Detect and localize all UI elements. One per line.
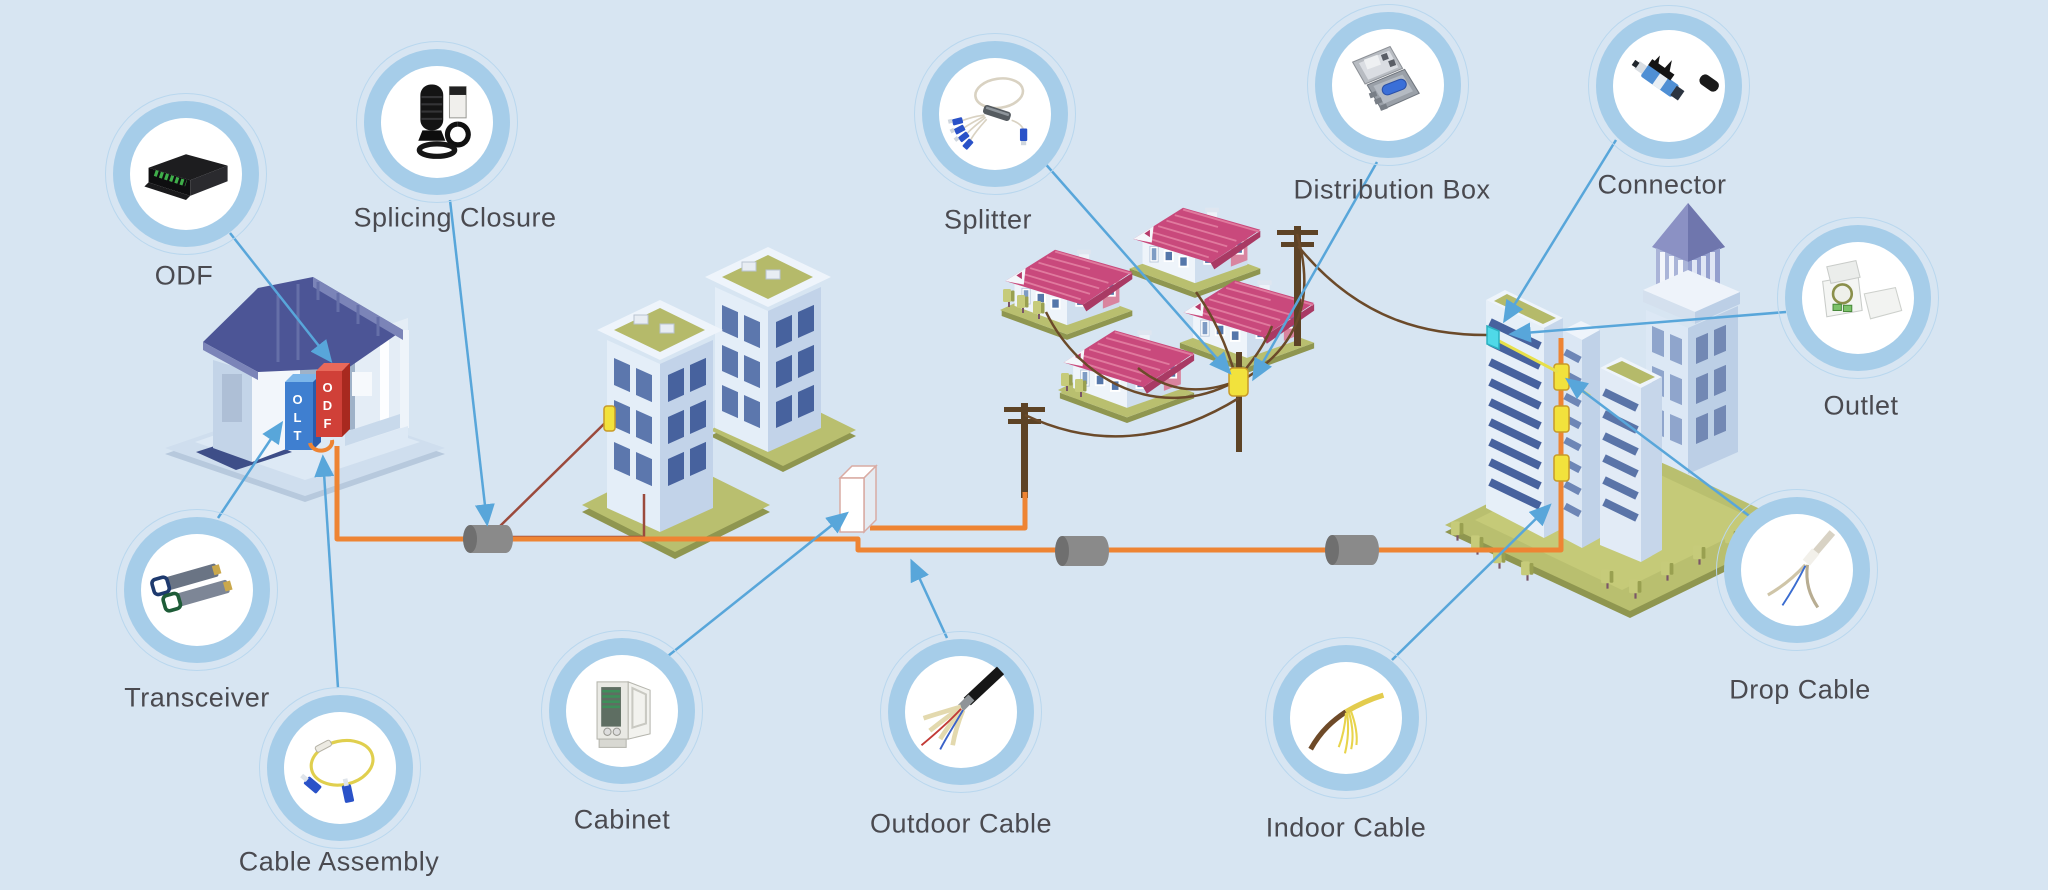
pole-splitter-box xyxy=(1228,367,1249,397)
joint-closure-2 xyxy=(1055,536,1109,566)
item-label-odf: ODF xyxy=(154,260,214,291)
mid-apartment-buildings xyxy=(597,247,831,532)
item-photo xyxy=(381,66,493,178)
item-label-indoor-cable: Indoor Cable xyxy=(1265,812,1427,843)
item-label-cabinet: Cabinet xyxy=(573,804,671,835)
item-photo xyxy=(1290,662,1402,774)
cable-joint-closures xyxy=(463,525,1379,566)
item-halo xyxy=(541,630,703,792)
outlet-icon xyxy=(1806,246,1910,350)
central-office-building xyxy=(203,277,409,462)
leader-line-odf xyxy=(229,232,333,363)
item-halo xyxy=(1307,4,1469,166)
floor-distribution-boxes xyxy=(1553,363,1570,482)
leader-line-cable-assembly xyxy=(314,454,340,689)
item-indoor-cable xyxy=(1265,637,1427,799)
olt-rack-label: OLT xyxy=(290,392,305,446)
item-halo xyxy=(1777,217,1939,379)
item-photo xyxy=(905,656,1017,768)
item-label-cable-assembly: Cable Assembly xyxy=(238,846,440,877)
item-halo xyxy=(105,93,267,255)
leader-line-connector xyxy=(1503,139,1618,324)
drop-cable-icon xyxy=(1745,518,1849,622)
patch-cord-curl xyxy=(308,439,335,453)
item-photo xyxy=(1613,30,1725,142)
item-splicing-closure xyxy=(356,41,518,203)
leader-line-splitter xyxy=(1041,159,1232,375)
item-halo xyxy=(259,687,421,849)
connector-icon xyxy=(1617,34,1721,138)
item-label-splitter: Splitter xyxy=(943,204,1033,235)
leader-line-drop-cable xyxy=(1565,377,1753,519)
item-label-connector: Connector xyxy=(1597,169,1727,200)
splicing-closure-icon xyxy=(385,70,489,174)
item-splitter xyxy=(914,33,1076,195)
item-label-splicing-closure: Splicing Closure xyxy=(353,202,557,233)
street-cabinet-box xyxy=(838,464,878,534)
item-photo xyxy=(130,118,242,230)
item-halo xyxy=(1716,489,1878,651)
leader-line-outdoor-cable xyxy=(910,558,949,639)
item-label-distribution-box: Distribution Box xyxy=(1293,174,1491,205)
item-label-transceiver: Transceiver xyxy=(124,682,270,713)
item-photo xyxy=(284,712,396,824)
cabinet-icon xyxy=(570,659,674,763)
leader-line-transceiver xyxy=(216,420,284,519)
item-photo xyxy=(1802,242,1914,354)
item-cable-assembly xyxy=(259,687,421,849)
outdoor-cable-icon xyxy=(909,660,1013,764)
odf-icon xyxy=(134,122,238,226)
item-halo xyxy=(1588,5,1750,167)
distribution-box-icon xyxy=(1336,33,1440,137)
splitter-icon xyxy=(943,62,1047,166)
item-halo xyxy=(1265,637,1427,799)
transceiver-icon xyxy=(145,538,249,642)
item-halo xyxy=(914,33,1076,195)
leader-line-indoor-cable xyxy=(1391,503,1552,661)
joint-closure-1 xyxy=(463,525,513,553)
item-outlet xyxy=(1777,217,1939,379)
item-photo xyxy=(566,655,678,767)
utility-poles xyxy=(1004,226,1318,498)
leader-line-cabinet xyxy=(667,511,849,657)
item-label-outlet: Outlet xyxy=(1823,390,1899,421)
item-halo xyxy=(880,631,1042,793)
callout-leader-lines xyxy=(216,139,1787,689)
orange-feeder-cable xyxy=(334,338,1564,553)
item-odf xyxy=(105,93,267,255)
indoor-cable-icon xyxy=(1294,666,1398,770)
wall-outlet-point xyxy=(1486,324,1500,351)
leader-line-distribution-box xyxy=(1252,161,1379,382)
item-label-outdoor-cable: Outdoor Cable xyxy=(869,808,1053,839)
item-drop-cable xyxy=(1716,489,1878,651)
building-terminal-box xyxy=(603,405,616,432)
item-photo xyxy=(141,534,253,646)
item-photo xyxy=(1332,29,1444,141)
leader-line-outlet xyxy=(1508,310,1787,343)
item-connector xyxy=(1588,5,1750,167)
item-distribution-box xyxy=(1307,4,1469,166)
item-outdoor-cable xyxy=(880,631,1042,793)
cable-assembly-icon xyxy=(288,716,392,820)
item-halo xyxy=(116,509,278,671)
joint-closure-3 xyxy=(1325,535,1379,565)
item-transceiver xyxy=(116,509,278,671)
item-photo xyxy=(939,58,1051,170)
leader-line-splicing-closure xyxy=(448,199,495,527)
item-halo xyxy=(356,41,518,203)
item-photo xyxy=(1741,514,1853,626)
odf-rack-label: ODF xyxy=(320,380,335,434)
item-cabinet xyxy=(541,630,703,792)
item-label-drop-cable: Drop Cable xyxy=(1729,674,1871,705)
